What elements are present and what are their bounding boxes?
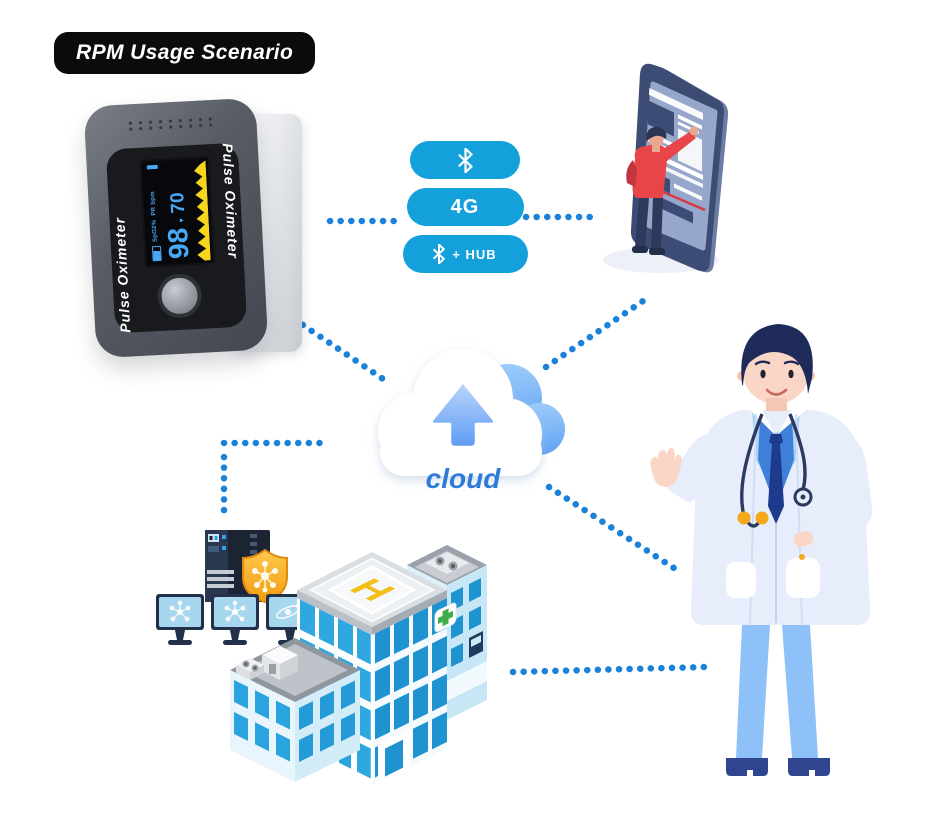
it-equipment-illustration bbox=[156, 530, 314, 645]
coat-pocket bbox=[786, 558, 820, 598]
monitor bbox=[211, 594, 259, 645]
oximeter-front-panel: Pulse Oximeter Pulse Oximeter SpO2% PR b… bbox=[105, 142, 248, 334]
bluetooth-icon bbox=[433, 244, 446, 264]
oximeter-brand-label-left: Pulse Oximeter bbox=[111, 216, 134, 334]
pr-value: 70 bbox=[167, 191, 190, 215]
helipad: H bbox=[297, 552, 447, 635]
doctor-head bbox=[737, 324, 815, 411]
hospital-building-illustration: H bbox=[230, 545, 487, 785]
molecule-icon bbox=[169, 600, 191, 622]
hair bbox=[646, 127, 667, 142]
heart-icon: ♥ bbox=[178, 218, 186, 223]
cloud-upload-illustration: cloud bbox=[378, 349, 565, 494]
oximeter-power-button bbox=[156, 272, 203, 320]
dotted-line-oximeter-to-cloud bbox=[290, 315, 393, 387]
shoe bbox=[726, 758, 768, 776]
molecule-icon bbox=[252, 561, 278, 593]
oximeter-oled-screen: SpO2% PR bpm 98 ♥ 70 bbox=[139, 156, 215, 268]
battery-icon bbox=[151, 245, 162, 262]
dotted-line-hospital-to-doctor bbox=[509, 663, 710, 676]
shirt-and-tie bbox=[750, 410, 806, 623]
pants-leg bbox=[782, 625, 818, 758]
doctor-illustration bbox=[650, 324, 873, 776]
dotted-line-cloud-to-doctor bbox=[545, 483, 684, 576]
workstation-monitors bbox=[156, 594, 314, 645]
stethoscope-earpiece bbox=[755, 511, 769, 525]
pulse-oximeter-device: Pulse Oximeter Pulse Oximeter SpO2% PR b… bbox=[80, 97, 312, 362]
pill-bluetooth-hub: + HUB bbox=[402, 235, 528, 273]
patient-figure bbox=[626, 126, 699, 255]
cloud-label: cloud bbox=[426, 463, 502, 494]
spo2-value: 98 bbox=[162, 226, 195, 260]
page-title: RPM Usage Scenario bbox=[54, 32, 316, 74]
upload-arrow-icon bbox=[430, 380, 496, 449]
doctor-gesturing-arm bbox=[650, 432, 718, 502]
bluetooth-icon bbox=[457, 147, 473, 173]
rooftop-ac-unit bbox=[425, 552, 469, 574]
patient-with-tablet-illustration bbox=[603, 63, 729, 273]
pill-4g-label: 4G bbox=[450, 195, 480, 218]
monitor bbox=[156, 594, 204, 645]
open-hand bbox=[650, 447, 682, 487]
molecule-icon bbox=[224, 600, 246, 622]
oximeter-front-body: Pulse Oximeter Pulse Oximeter SpO2% PR b… bbox=[83, 97, 269, 359]
coat-pocket bbox=[726, 562, 756, 598]
pocket-pen bbox=[799, 554, 805, 560]
stethoscope-earpiece bbox=[737, 511, 751, 525]
medical-cross-icon bbox=[434, 602, 457, 633]
spo2-label: SpO2% bbox=[151, 219, 159, 243]
pill-hub-label: + HUB bbox=[452, 246, 497, 262]
hand bbox=[689, 126, 699, 136]
pr-label: PR bpm bbox=[150, 191, 158, 216]
dotted-line-cloud-to-tablet bbox=[542, 295, 650, 371]
tie bbox=[768, 443, 784, 524]
hair bbox=[741, 324, 813, 394]
pill-bluetooth bbox=[410, 141, 520, 179]
pleth-waveform-icon bbox=[194, 160, 211, 261]
shoe bbox=[788, 758, 830, 776]
pulse-bar-icon bbox=[146, 164, 158, 170]
pants-leg bbox=[736, 625, 770, 758]
rooftop-ac-unit bbox=[236, 658, 264, 680]
pill-4g: 4G bbox=[406, 188, 524, 226]
security-shield-icon bbox=[242, 548, 288, 604]
doctor-hip-arm bbox=[793, 434, 873, 551]
rooftop-structure bbox=[262, 646, 298, 680]
hospital-left-annex bbox=[230, 638, 360, 782]
oximeter-speaker-holes bbox=[125, 115, 216, 134]
connectivity-options: 4G + HUB bbox=[400, 141, 530, 273]
oximeter-brand-label-right: Pulse Oximeter bbox=[219, 142, 242, 260]
